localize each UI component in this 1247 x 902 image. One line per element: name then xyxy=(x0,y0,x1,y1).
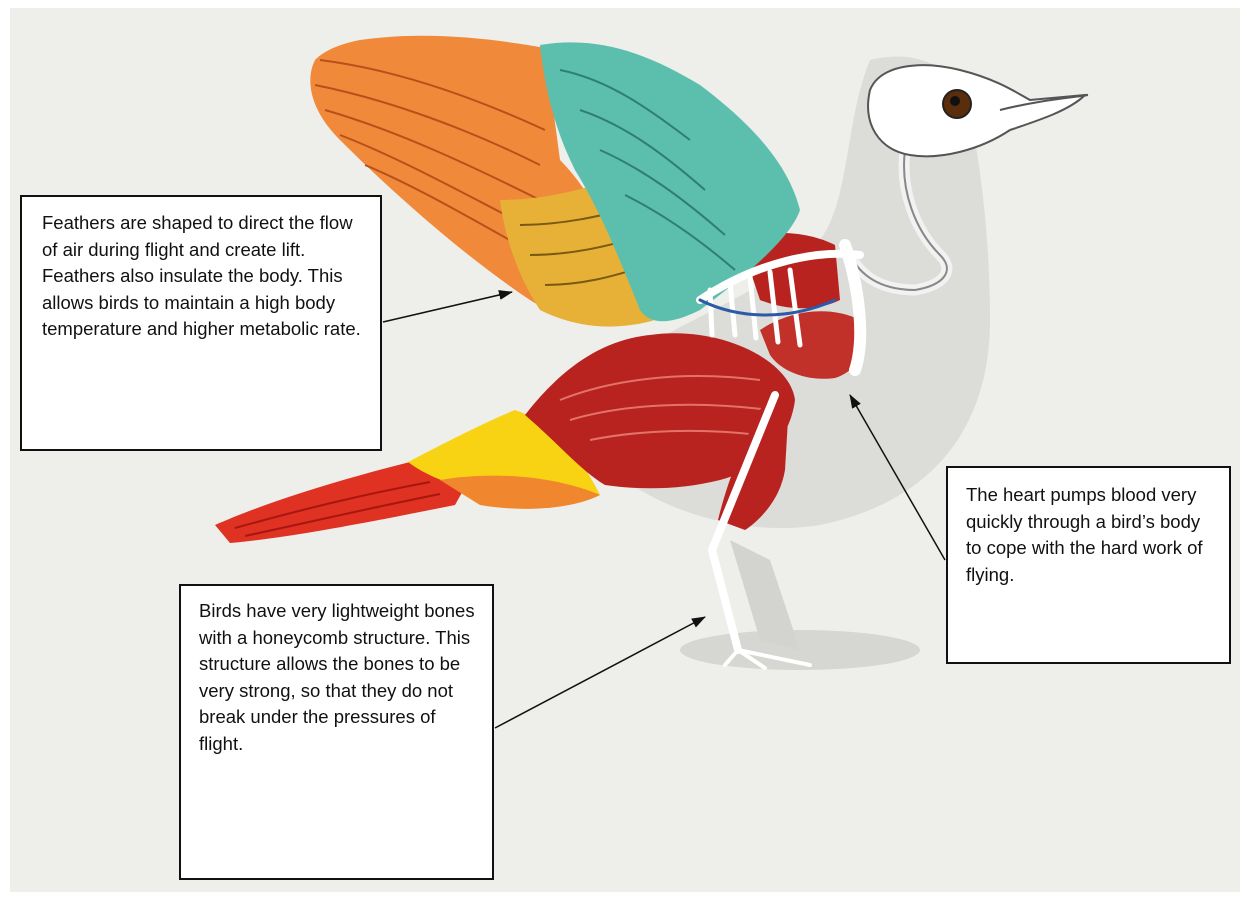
arrow-bones xyxy=(495,617,705,728)
callout-bones: Birds have very lightweight bones with a… xyxy=(179,584,494,880)
callout-heart: The heart pumps blood very quickly throu… xyxy=(946,466,1231,664)
callout-heart-text: The heart pumps blood very quickly throu… xyxy=(966,484,1203,585)
arrow-feathers xyxy=(383,292,512,322)
callout-bones-text: Birds have very lightweight bones with a… xyxy=(199,600,475,754)
callout-feathers: Feathers are shaped to direct the flow o… xyxy=(20,195,382,451)
skull xyxy=(868,65,1088,156)
callout-feathers-text: Feathers are shaped to direct the flow o… xyxy=(42,212,361,339)
